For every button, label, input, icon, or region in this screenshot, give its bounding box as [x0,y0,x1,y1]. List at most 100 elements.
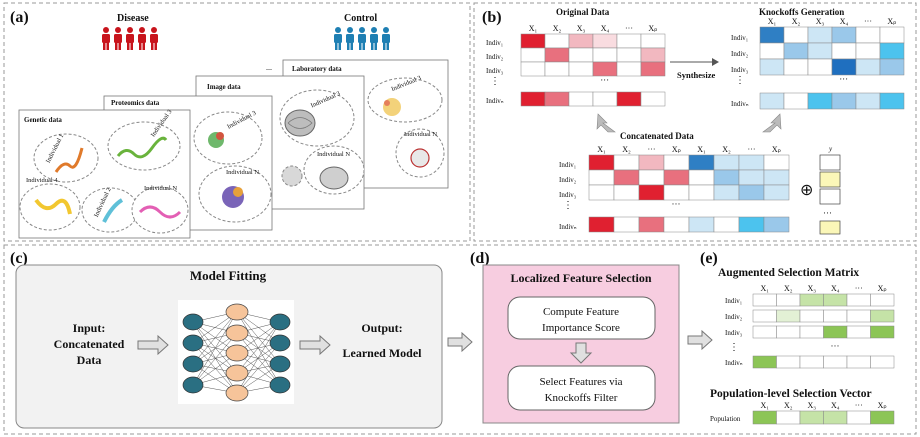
panel-b-label: (b) [482,9,502,26]
genetic-data-card: Genetic data Individual 1 Individual 3 I… [18,109,191,239]
row-label: Indiv₃ [731,66,749,74]
column-header: X₁ [597,145,606,154]
matrix-cell [752,293,777,307]
matrix-cell [688,216,715,233]
matrix-cell [879,26,905,44]
matrix-cell [688,184,715,201]
row-label: Indiv₂ [725,313,743,321]
column-header: X₂ [722,145,731,154]
row-label: Indivₙ [559,223,577,231]
nn-hidden-node [225,384,249,402]
matrix-cell [544,61,570,77]
matrix-cell [870,325,895,339]
column-header: Xₚ [648,24,657,33]
matrix-cell [752,355,777,369]
matrix-cell [613,154,640,171]
matrix-cell [752,410,777,425]
matrix-cell [613,216,640,233]
matrix-cell [763,154,790,171]
output-line-1: Output: [361,321,402,335]
dots: ··· [600,75,609,85]
svg-text:Individual N: Individual N [144,185,177,192]
person-icon [102,27,110,50]
matrix-cell [759,42,785,60]
column-header: X₁ [760,401,769,410]
matrix-cell [855,42,881,60]
matrix-cell [568,47,594,63]
population-vector-title: Population-level Selection Vector [710,388,872,400]
panel-e-label: (e) [700,250,718,267]
matrix-cell [846,325,871,339]
y-cell [819,220,841,235]
matrix-cell [783,26,809,44]
matrix-cell [846,410,871,425]
matrix-cell [846,293,871,307]
matrix-cell [783,58,809,76]
select-features-box [507,365,656,411]
nn-edge [192,321,238,374]
person-icon [346,27,354,50]
matrix-cell [613,169,640,186]
svg-text:Individual N: Individual N [317,151,350,158]
input-line-1: Input: [73,321,106,335]
column-header: X₃ [807,401,816,410]
y-cell [819,171,841,188]
matrix-cell [807,42,833,60]
dna-icon-orange [54,147,84,173]
row-label: Indiv₃ [559,191,577,199]
dots: ··· [672,199,681,209]
row-label: Indivₙ [725,359,743,367]
matrix-cell [640,47,666,63]
matrix-cell [568,33,594,49]
matrix-cell [831,92,857,110]
matrix-cell [588,169,615,186]
matrix-cell [592,61,618,77]
matrix-cell [520,61,546,77]
matrix-cell [638,169,665,186]
nn-output-node [269,376,291,394]
input-line-2: Concatenated [54,337,125,351]
plus-icon: ⊕ [800,182,813,199]
matrix-cell [752,325,777,339]
matrix-cell [613,184,640,201]
matrix-cell [807,92,833,110]
brain-scan-icon-2 [319,166,349,190]
y-cell [819,188,841,205]
svg-text:Individual 4: Individual 4 [26,177,58,184]
matrix-cell [640,61,666,77]
matrix-cell [520,47,546,63]
compute-line-2: Importance Score [542,322,620,334]
matrix-cell [663,184,690,201]
matrix-cell [663,216,690,233]
matrix-cell [759,58,785,76]
matrix-cell [823,309,848,323]
matrix-cell [799,309,824,323]
panel-c-label: (c) [10,250,28,267]
matrix-cell [588,216,615,233]
disease-people-icons [102,27,158,50]
matrix-cell [783,42,809,60]
column-header: X₁ [768,17,777,26]
dna-icon-pink [138,205,182,219]
matrix-cell [688,154,715,171]
dna-icon-cyan [102,198,124,223]
row-label: Indiv₂ [559,176,577,184]
augmented-matrix-title: Augmented Selection Matrix [718,267,859,279]
select-line-2: Knockoffs Filter [545,392,618,404]
matrix-cell [879,42,905,60]
original-data-title: Original Data [556,7,610,17]
original-to-concat-arrow [596,113,616,133]
person-icon [358,27,366,50]
synthesize-label: Synthesize [677,70,715,80]
matrix-cell [799,293,824,307]
matrix-cell [759,92,785,110]
matrix-cell [846,355,871,369]
matrix-cell [663,154,690,171]
column-header: ··· [855,401,863,410]
y-cell [819,154,841,171]
